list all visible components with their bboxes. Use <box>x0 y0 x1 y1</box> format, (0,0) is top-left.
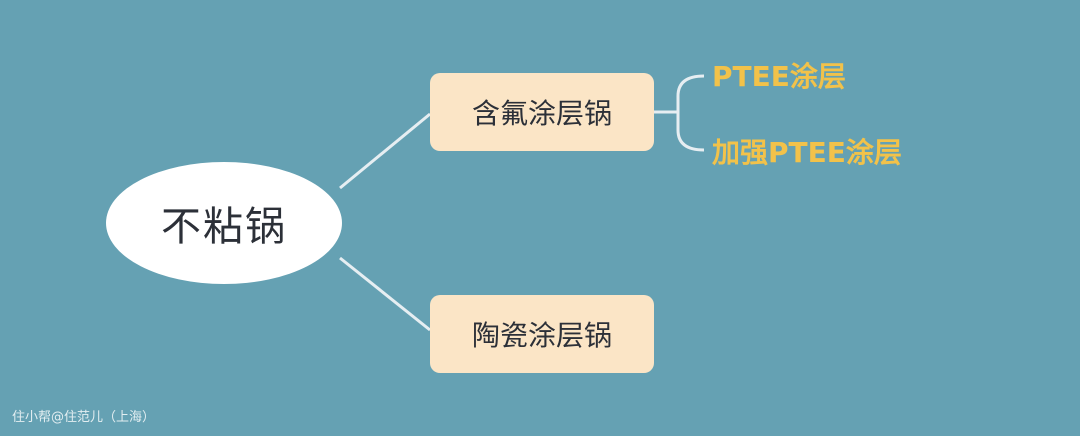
branch-node-label: 含氟涂层锅 <box>471 97 612 130</box>
connector-root-branch-1 <box>339 112 431 190</box>
leaf-reinforced-ptee-coating: 加强PTEE涂层 <box>712 136 902 169</box>
branch-node-ceramic-coated: 陶瓷涂层锅 <box>430 295 654 373</box>
branch-node-fluorine-coated: 含氟涂层锅 <box>430 73 654 151</box>
root-node-label: 不粘锅 <box>161 204 287 250</box>
connector-root-branch-2 <box>339 256 431 332</box>
leaf-ptee-coating: PTEE涂层 <box>712 60 846 93</box>
watermark: 住小帮@住范儿（上海） <box>12 410 156 425</box>
branch-node-label: 陶瓷涂层锅 <box>471 319 612 352</box>
root-node: 不粘锅 <box>106 162 342 284</box>
connector-bracket <box>676 74 705 152</box>
